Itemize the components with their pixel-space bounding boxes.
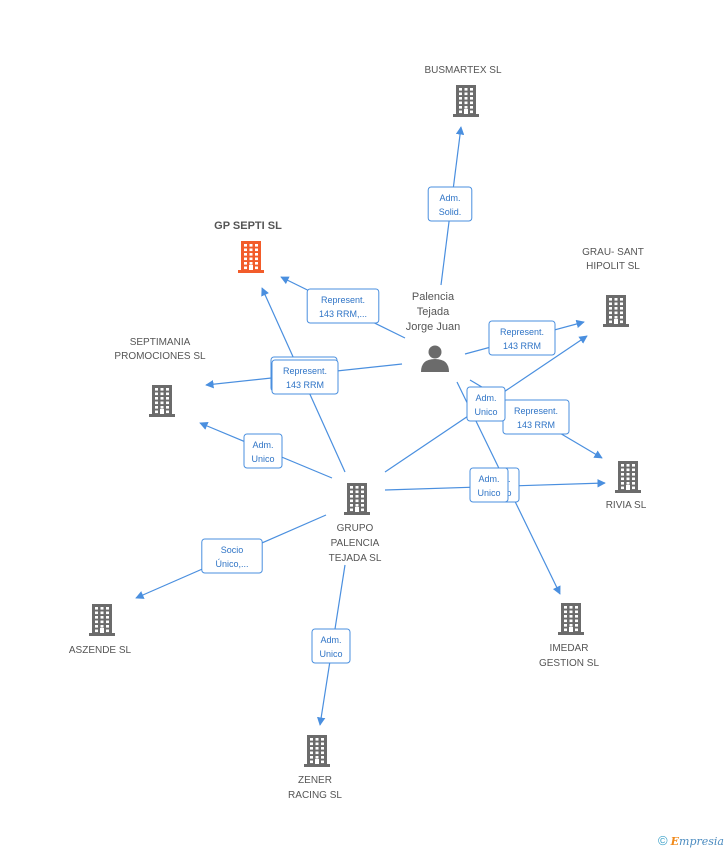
building-icon (615, 461, 641, 493)
company-node-busmartex[interactable]: BUSMARTEX SL (424, 65, 502, 117)
company-label: GRUPO (337, 523, 374, 534)
building-icon (453, 85, 479, 117)
edge-label-text: Unico (319, 649, 342, 659)
copyright-symbol: © (657, 833, 668, 848)
company-label: GRAU- SANT (582, 247, 644, 258)
company-label: IMEDAR (550, 643, 589, 654)
company-label: RIVIA SL (606, 500, 647, 511)
company-node-gpsepti[interactable]: GP SEPTI SL (214, 220, 282, 273)
edge-label-grupo-gpsepti[interactable]: Represent. 143 RRM (271, 359, 339, 395)
company-label: PROMOCIONES SL (114, 351, 206, 362)
company-node-rivia[interactable]: RIVIA SL (606, 461, 647, 511)
edge-label-text: Adm. (478, 474, 499, 484)
building-icon (558, 603, 584, 635)
footer-brand: © Empresia (658, 833, 724, 848)
edge-label-text: Adm. (439, 193, 460, 203)
edge-label-text: Adm. (252, 440, 273, 450)
building-icon (149, 385, 175, 417)
nodes-layer: BUSMARTEX SL GP SEPTI SL GRAU- SANT HIPOLIT… (69, 65, 647, 801)
edge-label-text: Represent. (500, 327, 544, 337)
edge-label-box (243, 433, 283, 469)
edge-label-text: 143 RRM (503, 341, 541, 351)
edge-label-grupo-aszende[interactable]: SocioÚnico,... (201, 538, 263, 574)
company-node-zener[interactable]: ZENER RACING SL (288, 735, 342, 801)
company-node-grupo[interactable]: GRUPO PALENCIA TEJADA SL (329, 483, 382, 564)
edge-label-text: Adm. (475, 393, 496, 403)
edge-label-text: Unico (251, 454, 274, 464)
edge-label-text: Represent. (514, 406, 558, 416)
edge-label-text: 143 RRM (517, 420, 555, 430)
edge-label-text: Único,... (215, 559, 248, 569)
edge-label-text: Represent. (321, 295, 365, 305)
company-node-imedar[interactable]: IMEDAR GESTION SL (539, 603, 599, 669)
company-label: GP SEPTI SL (214, 220, 282, 232)
person-label: Palencia (412, 291, 455, 303)
edge-label-text: Socio (221, 545, 244, 555)
company-label: TEJADA SL (329, 553, 382, 564)
edge-label-box (306, 288, 380, 324)
building-icon (344, 483, 370, 515)
company-label: RACING SL (288, 790, 342, 801)
edge-label-text: Unico (474, 407, 497, 417)
edge-label-box (201, 538, 263, 574)
company-label: PALENCIA (331, 538, 380, 549)
person-icon (421, 345, 449, 372)
building-icon (89, 604, 115, 636)
edge-label-box (271, 359, 339, 395)
building-icon (603, 295, 629, 327)
company-label: ZENER (298, 775, 332, 786)
company-label: SEPTIMANIA (130, 337, 191, 348)
building-icon (238, 241, 264, 273)
company-label: BUSMARTEX SL (424, 65, 501, 76)
edge-label-box (488, 320, 556, 356)
edge-label-palencia-busmartex[interactable]: Adm. Solid. (427, 186, 473, 222)
brand-name: mpresia (679, 835, 724, 848)
building-icon (304, 735, 330, 767)
edge-label-grupo-rivia[interactable]: Adm. Unico (469, 467, 509, 503)
edge-label-palencia-gpsepti[interactable]: Represent. 143 RRM,... (306, 288, 380, 324)
edge-label-grupo-zener[interactable]: Adm. Unico (311, 628, 351, 664)
edge-label-palencia-grau[interactable]: Represent. 143 RRM (488, 320, 556, 356)
person-label: Jorge Juan (406, 321, 460, 333)
edge-label-text: 143 RRM (286, 380, 324, 390)
edge-labels-layer: Adm.Solid.Represent.143 RRM,...Represent… (201, 186, 570, 664)
edge-label-text: Unico (477, 488, 500, 498)
edge-label-text: 143 RRM,... (319, 309, 367, 319)
edge-label-palencia-rivia[interactable]: Represent. 143 RRM (502, 399, 570, 435)
company-label: HIPOLIT SL (586, 261, 640, 272)
brand-logo[interactable]: Empresia (671, 835, 724, 848)
company-node-aszende[interactable]: ASZENDE SL (69, 604, 132, 656)
edge-label-box (466, 386, 506, 422)
edge-label-text: Adm. (320, 635, 341, 645)
brand-initial: E (670, 835, 680, 848)
edge-label-grupo-grau[interactable]: Adm. Unico (466, 386, 506, 422)
edge-label-text: Represent. (283, 366, 327, 376)
person-label: Tejada (417, 306, 450, 318)
edge-label-grupo-septimania[interactable]: Adm. Unico (243, 433, 283, 469)
company-node-grau[interactable]: GRAU- SANT HIPOLIT SL (582, 247, 644, 327)
edge-label-box (427, 186, 473, 222)
edge-label-box (469, 467, 509, 503)
company-node-septimania[interactable]: SEPTIMANIA PROMOCIONES SL (114, 337, 206, 417)
edge-label-box (311, 628, 351, 664)
company-label: ASZENDE SL (69, 645, 132, 656)
company-label: GESTION SL (539, 658, 599, 669)
edge-label-text: Solid. (439, 207, 462, 217)
